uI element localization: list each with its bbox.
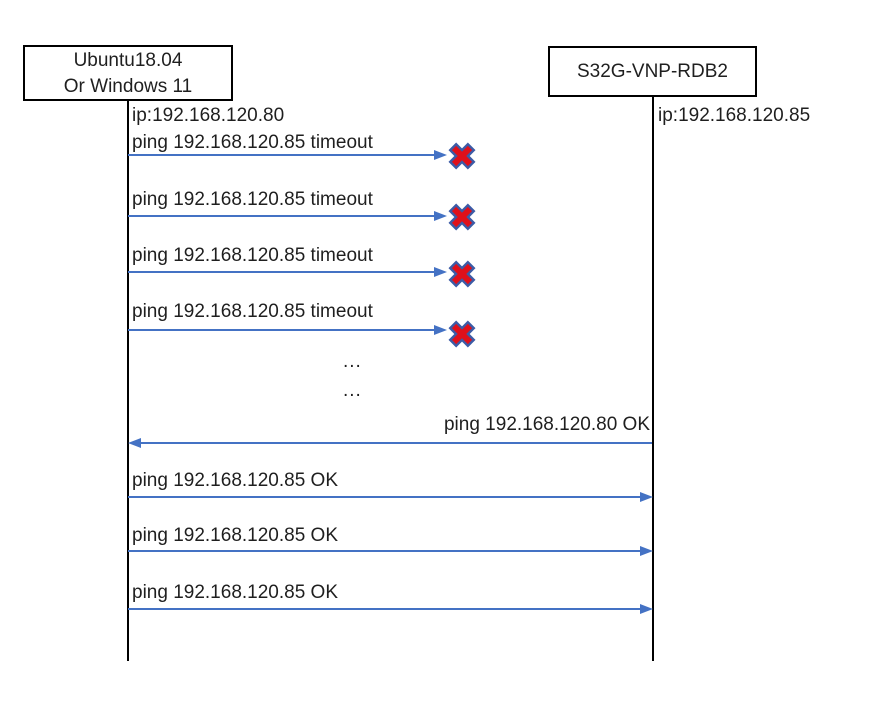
message-arrow-line [128, 154, 434, 156]
message-arrow-line [128, 550, 640, 552]
message-arrow-line [128, 608, 640, 610]
arrowhead-right-icon [434, 325, 447, 335]
message-label-reply-ok: ping 192.168.120.80 OK [443, 414, 650, 435]
ip-label-s32g: ip:192.168.120.85 [658, 105, 811, 126]
lifeline-s32g [652, 97, 654, 661]
failure-x-icon [448, 203, 476, 231]
arrowhead-left-icon [128, 438, 141, 448]
message-arrow-line [128, 496, 640, 498]
message-arrow-line [128, 215, 434, 217]
arrowhead-right-icon [640, 546, 653, 556]
actor-box-s32g: S32G-VNP-RDB2 [548, 46, 757, 97]
message-label-timeout: ping 192.168.120.85 timeout [132, 189, 373, 210]
message-label-ok: ping 192.168.120.85 OK [132, 582, 339, 603]
failure-x-icon [448, 320, 476, 348]
arrowhead-right-icon [640, 604, 653, 614]
message-label-timeout: ping 192.168.120.85 timeout [132, 245, 373, 266]
arrowhead-right-icon [640, 492, 653, 502]
ellipsis-label: ... [343, 351, 362, 372]
ip-label-ubuntu: ip:192.168.120.80 [132, 105, 285, 126]
arrowhead-right-icon [434, 267, 447, 277]
lifeline-ubuntu [127, 100, 129, 661]
arrowhead-right-icon [434, 150, 447, 160]
message-label-timeout: ping 192.168.120.85 timeout [132, 132, 373, 153]
ellipsis-label: ... [343, 380, 362, 401]
actor-box-ubuntu: Ubuntu18.04 Or Windows 11 [23, 45, 233, 101]
message-arrow-line [128, 271, 434, 273]
message-arrow-line [128, 329, 434, 331]
failure-x-icon [448, 142, 476, 170]
actor-s32g-title: S32G-VNP-RDB2 [577, 61, 728, 82]
actor-ubuntu-title-line2: Or Windows 11 [63, 76, 193, 97]
arrowhead-right-icon [434, 211, 447, 221]
message-arrow-line [139, 442, 652, 444]
message-label-ok: ping 192.168.120.85 OK [132, 525, 339, 546]
failure-x-icon [448, 260, 476, 288]
message-label-ok: ping 192.168.120.85 OK [132, 470, 339, 491]
message-label-timeout: ping 192.168.120.85 timeout [132, 301, 373, 322]
actor-ubuntu-title-line1: Ubuntu18.04 [73, 50, 183, 71]
